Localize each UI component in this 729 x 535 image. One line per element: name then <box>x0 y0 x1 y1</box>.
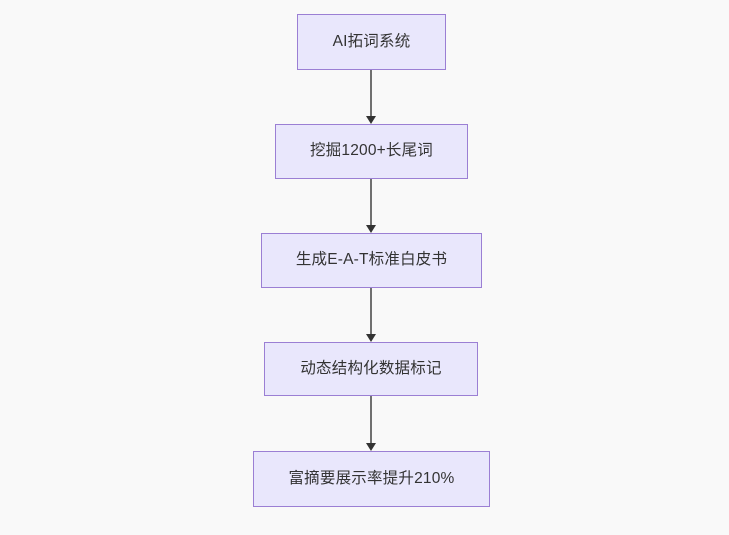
edge-node1-node2-line <box>370 70 372 116</box>
edge-node2-node3-line <box>370 179 372 225</box>
edge-node4-node5-arrow-icon <box>366 443 376 451</box>
flowchart-node-label: 动态结构化数据标记 <box>300 359 442 377</box>
flowchart-node-label: 生成E-A-T标准白皮书 <box>295 251 448 269</box>
edge-node3-node4-line <box>370 288 372 334</box>
edge-node3-node4-arrow-icon <box>366 334 376 342</box>
flowchart-node-label: 挖掘1200+长尾词 <box>309 142 434 160</box>
flowchart-node-generate-eat-whitepaper[interactable]: 生成E-A-T标准白皮书 <box>261 233 482 288</box>
edge-node1-node2-arrow-icon <box>366 116 376 124</box>
flowchart-node-label: AI拓词系统 <box>332 32 411 50</box>
edge-node4-node5-line <box>370 396 372 443</box>
flowchart-node-label: 富摘要展示率提升210% <box>288 469 455 487</box>
flowchart-node-dynamic-structured-data-markup[interactable]: 动态结构化数据标记 <box>264 342 478 396</box>
flowchart-node-rich-snippet-rate-increase[interactable]: 富摘要展示率提升210% <box>253 451 490 507</box>
edge-node2-node3-arrow-icon <box>366 225 376 233</box>
flowchart-node-mine-longtail-keywords[interactable]: 挖掘1200+长尾词 <box>275 124 468 179</box>
flowchart-node-ai-keyword-system[interactable]: AI拓词系统 <box>297 14 446 70</box>
